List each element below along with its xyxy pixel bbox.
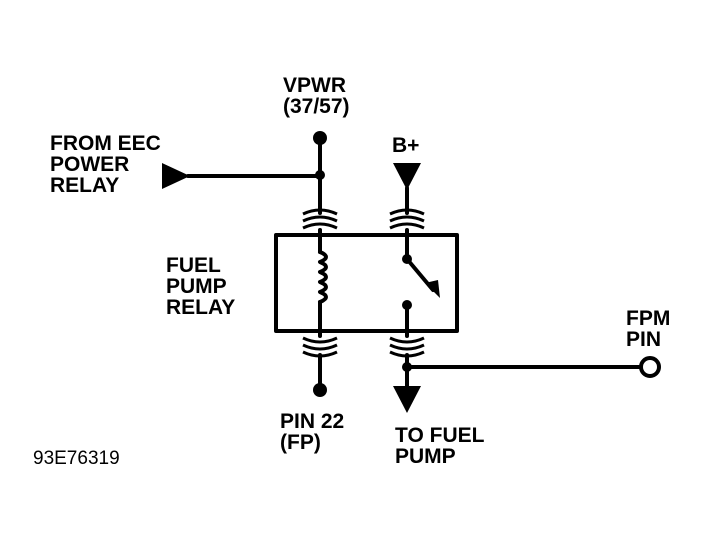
from-eec-arrow-icon	[162, 163, 190, 189]
to-fuel-pump-arrow-icon	[393, 386, 421, 413]
connector-top-right	[389, 208, 425, 230]
to-fuel-pump-label-line2: PUMP	[395, 445, 456, 468]
from-eec-label-line2: POWER	[50, 153, 129, 176]
vpwr-label: VPWR	[283, 74, 346, 97]
to-fuel-pump-label-line1: TO FUEL	[395, 424, 485, 447]
pin22-label-line1: PIN 22	[280, 410, 344, 433]
from-eec-label-line3: RELAY	[50, 174, 119, 197]
coil-icon	[318, 250, 328, 304]
connector-top-left	[302, 208, 338, 230]
pin22-terminal-dot	[313, 383, 327, 397]
fpm-label-line2: PIN	[626, 328, 661, 351]
fuel-pump-relay-label-line2: PUMP	[166, 275, 227, 298]
from-eec-label-line1: FROM EEC	[50, 132, 161, 155]
fuel-pump-relay-label-line1: FUEL	[166, 254, 221, 277]
pin22-label-line2: (FP)	[280, 431, 321, 454]
figure-id-label: 93E76319	[33, 448, 120, 469]
vpwr-pin-label: (37/57)	[283, 95, 350, 118]
fpm-pin-terminal	[639, 356, 661, 378]
switch-arrow-icon	[425, 280, 440, 298]
b-plus-label: B+	[392, 134, 419, 157]
relay-box	[274, 233, 459, 333]
fpm-label-line1: FPM	[626, 307, 670, 330]
b-plus-arrow-icon	[393, 163, 421, 190]
fuel-pump-relay-label-line3: RELAY	[166, 296, 235, 319]
